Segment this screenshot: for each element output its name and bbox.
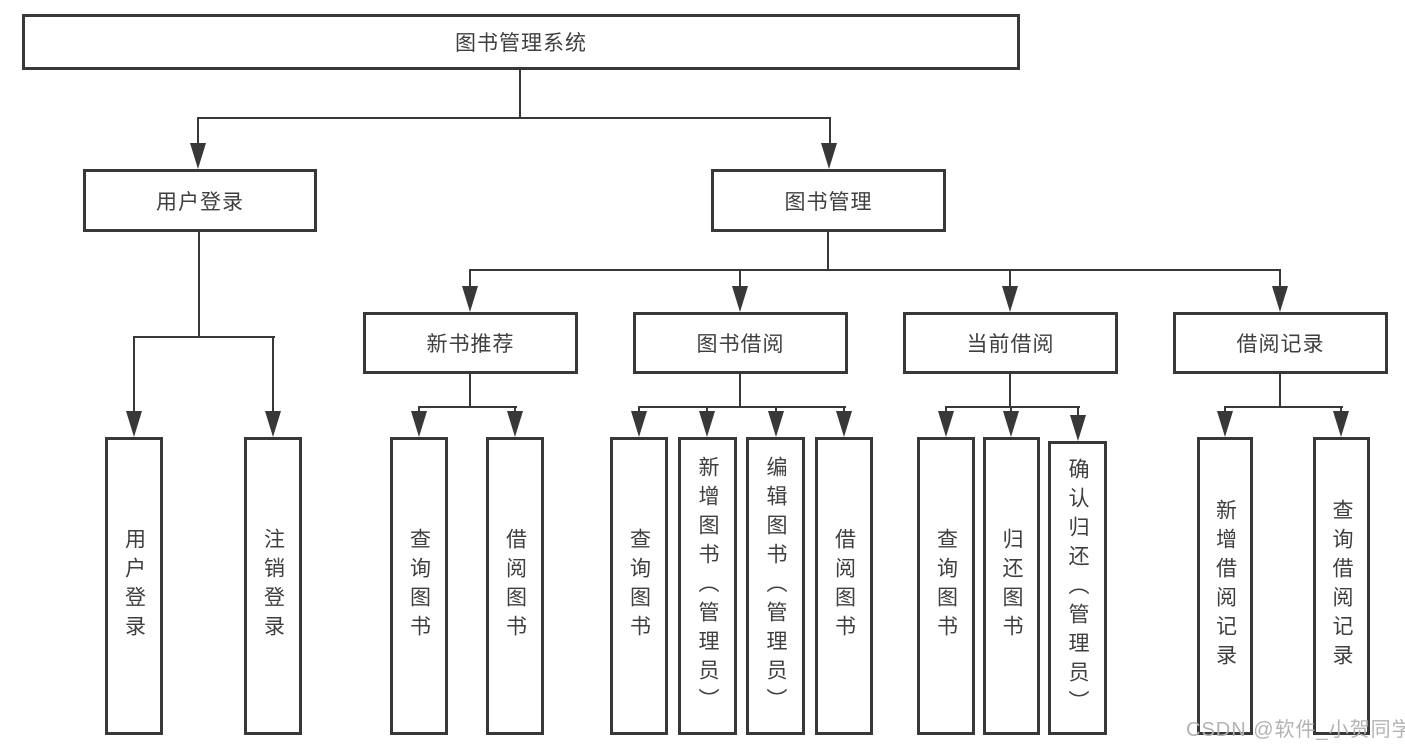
node-borrow-records: 借阅记录 — [1173, 312, 1388, 374]
connector-line — [1279, 374, 1281, 408]
connector-line — [1077, 406, 1079, 420]
node-user-login: 用户登录 — [83, 169, 317, 232]
connector-line — [1224, 406, 1343, 408]
arrowhead-icon — [836, 411, 852, 437]
connector-line — [197, 117, 199, 147]
leaf-confirm-return-admin: 确认归还（管理员） — [1048, 441, 1107, 735]
arrowhead-icon — [1272, 286, 1288, 312]
arrowhead-icon — [938, 411, 954, 437]
connector-line — [827, 232, 829, 271]
connector-line — [133, 336, 135, 414]
leaf-edit-book-admin: 编辑图书（管理员） — [746, 437, 805, 735]
node-root: 图书管理系统 — [22, 14, 1020, 70]
leaf-add-book-admin: 新增图书（管理员） — [678, 437, 737, 735]
connector-line — [197, 117, 831, 119]
connector-line — [133, 336, 275, 338]
leaf-add-borrow-record-label: 新增借阅记录 — [1213, 499, 1237, 673]
leaf-borrow-book-2-label: 借阅图书 — [832, 528, 856, 644]
connector-line — [418, 406, 517, 408]
arrowhead-icon — [768, 411, 784, 437]
arrowhead-icon — [732, 286, 748, 312]
connector-line — [739, 374, 741, 408]
node-user-login-label: 用户登录 — [156, 190, 244, 214]
connector-line — [945, 406, 1080, 408]
connector-line — [469, 269, 471, 291]
leaf-add-borrow-record: 新增借阅记录 — [1197, 437, 1253, 735]
arrowhead-icon — [1070, 415, 1086, 441]
leaf-add-book-admin-label: 新增图书（管理员） — [696, 455, 720, 717]
leaf-borrow-book-1: 借阅图书 — [486, 437, 544, 735]
connector-line — [272, 336, 274, 414]
arrowhead-icon — [126, 411, 142, 437]
connector-line — [1009, 374, 1011, 408]
arrowhead-icon — [190, 143, 206, 169]
node-book-borrow-label: 图书借阅 — [696, 333, 785, 356]
connector-line — [1279, 269, 1281, 291]
arrowhead-icon — [1002, 286, 1018, 312]
arrowhead-icon — [1217, 411, 1233, 437]
leaf-logout: 注销登录 — [244, 437, 302, 735]
arrowhead-icon — [821, 143, 837, 169]
leaf-query-book-1: 查询图书 — [390, 437, 448, 735]
leaf-user-login-label: 用户登录 — [122, 528, 146, 644]
node-current-borrow-label: 当前借阅 — [966, 333, 1055, 356]
arrowhead-icon — [1003, 411, 1019, 437]
arrowhead-icon — [631, 411, 647, 437]
node-borrow-records-label: 借阅记录 — [1236, 333, 1325, 356]
connector-line — [829, 117, 831, 147]
leaf-return-book-label: 归还图书 — [1000, 528, 1024, 644]
arrowhead-icon — [462, 286, 478, 312]
leaf-query-book-3: 查询图书 — [917, 437, 975, 735]
node-root-label: 图书管理系统 — [455, 32, 587, 55]
leaf-confirm-return-admin-label: 确认归还（管理员） — [1066, 457, 1090, 719]
leaf-query-borrow-record: 查询借阅记录 — [1313, 437, 1370, 735]
leaf-return-book: 归还图书 — [983, 437, 1040, 735]
leaf-logout-label: 注销登录 — [261, 528, 285, 644]
node-new-book-rec-label: 新书推荐 — [426, 333, 515, 356]
node-book-mgmt: 图书管理 — [711, 169, 946, 232]
node-book-mgmt-label: 图书管理 — [784, 190, 873, 214]
leaf-query-borrow-record-label: 查询借阅记录 — [1330, 499, 1354, 673]
arrowhead-icon — [265, 411, 281, 437]
connector-line — [198, 232, 200, 338]
arrowhead-icon — [507, 411, 523, 437]
arrowhead-icon — [1333, 411, 1349, 437]
node-book-borrow: 图书借阅 — [633, 312, 848, 374]
connector-line — [469, 269, 1281, 271]
leaf-edit-book-admin-label: 编辑图书（管理员） — [764, 455, 788, 717]
connector-line — [519, 70, 521, 118]
csdn-watermark: CSDN @软件_小贺同学 — [1186, 719, 1405, 741]
arrowhead-icon — [699, 411, 715, 437]
arrowhead-icon — [411, 411, 427, 437]
connector-line — [469, 374, 471, 408]
leaf-user-login: 用户登录 — [105, 437, 163, 735]
connector-line — [739, 269, 741, 291]
node-new-book-rec: 新书推荐 — [363, 312, 578, 374]
leaf-query-book-1-label: 查询图书 — [407, 528, 431, 644]
leaf-borrow-book-1-label: 借阅图书 — [503, 528, 527, 644]
node-current-borrow: 当前借阅 — [903, 312, 1118, 374]
leaf-query-book-2: 查询图书 — [610, 437, 668, 735]
leaf-query-book-2-label: 查询图书 — [627, 528, 651, 644]
connector-line — [638, 406, 846, 408]
leaf-query-book-3-label: 查询图书 — [934, 528, 958, 644]
leaf-borrow-book-2: 借阅图书 — [815, 437, 873, 735]
connector-line — [1009, 269, 1011, 291]
